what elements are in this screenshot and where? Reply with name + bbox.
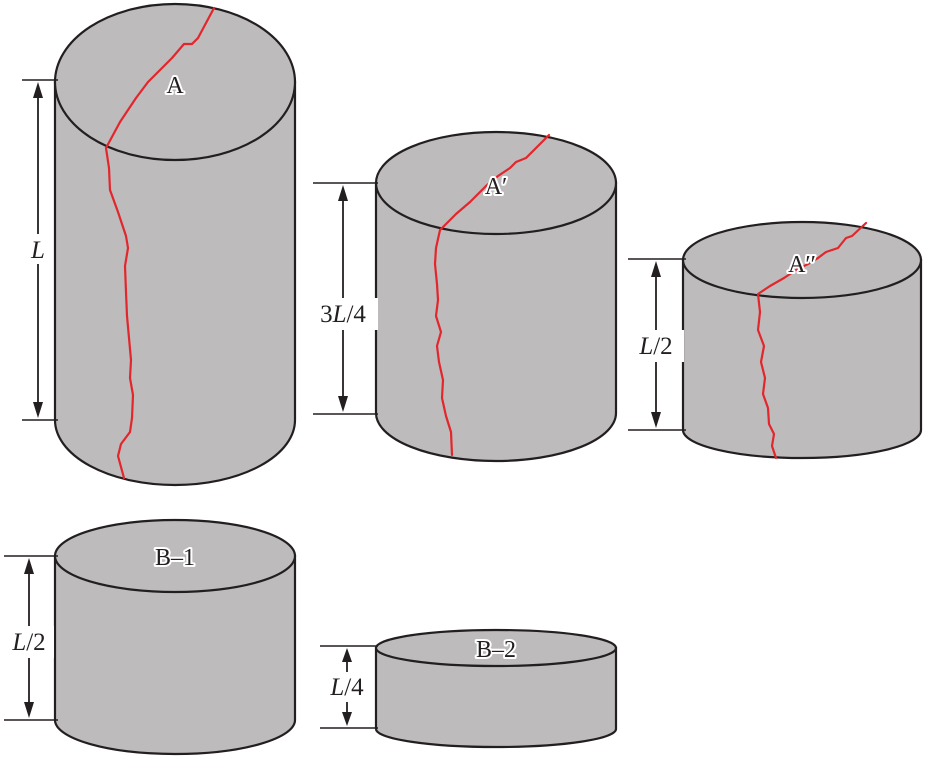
dim-label-l-2: L/2 — [638, 333, 672, 360]
cylinder-a-double-prime-body — [681, 258, 923, 460]
crack-a-double-prime — [756, 221, 868, 460]
label-a-prime: A′ — [485, 174, 508, 200]
label-a-double-prime: A′′ — [788, 252, 816, 278]
cylinder-b-2: B–2 — [374, 628, 618, 749]
dim-label-3l-4: 3L/4 — [320, 301, 366, 328]
dim-label-l-4: L/4 — [329, 674, 364, 701]
label-gap — [26, 234, 52, 264]
cylinder-a-body — [53, 80, 297, 487]
arrow-down — [338, 396, 348, 412]
arrow-up — [338, 185, 348, 201]
arrow-down — [24, 702, 34, 718]
cylinder-a-top — [53, 2, 297, 162]
dimension-l: L — [22, 79, 58, 421]
cylinder-a-prime: A′ — [374, 130, 618, 463]
arrow-up — [33, 82, 43, 98]
arrow-down — [651, 412, 661, 428]
arrow-up — [651, 261, 661, 277]
crack-a — [104, 6, 216, 480]
cylinder-b-1-body — [53, 554, 297, 756]
label-b-1: B–1 — [155, 545, 195, 571]
dimension-l-2-a-double-prime: L/2 — [628, 258, 686, 431]
dimension-l-2-b-1: L/2 — [4, 555, 58, 721]
cylinder-a: A — [53, 2, 297, 487]
arrow-up — [342, 648, 352, 662]
label-b-2: B–2 — [476, 637, 516, 663]
cylinder-b-2-top — [374, 628, 618, 668]
cylinder-b-1: B–1 — [53, 518, 297, 756]
arrow-down — [33, 402, 43, 418]
label-gap — [4, 626, 54, 658]
label-gap — [630, 330, 684, 362]
dim-label-l: L — [30, 237, 45, 264]
cylinder-a-double-prime: A′′ — [681, 220, 923, 460]
crack-a-prime — [433, 133, 551, 457]
label-gap — [322, 672, 374, 702]
label-gap — [308, 298, 378, 330]
arrow-up — [24, 558, 34, 574]
dim-label-l-2: L/2 — [11, 629, 45, 656]
arrow-down — [342, 712, 352, 726]
cylinder-a-double-prime-top — [681, 220, 923, 300]
cylinder-b-2-body — [374, 646, 618, 749]
label-a: A — [166, 73, 184, 99]
dimension-l-4-b-2: L/4 — [320, 645, 378, 729]
dimension-3l-4: 3L/4 — [308, 182, 378, 415]
